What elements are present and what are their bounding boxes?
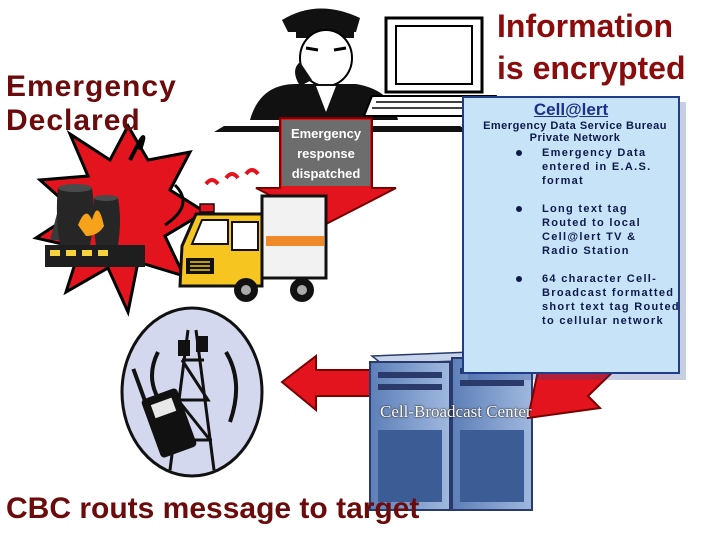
bullet-dot <box>516 276 522 282</box>
bullet-dot <box>516 150 522 156</box>
nuclear-plant-icon <box>45 184 145 267</box>
broadcast-arrow <box>280 353 371 413</box>
dispatcher-icon <box>214 8 470 132</box>
server-icon <box>369 349 533 511</box>
dispatch-label: Emergency response dispatched <box>290 126 362 181</box>
information-encrypted-label: Information is encrypted <box>497 8 686 86</box>
cbc-routes-caption: CBC routs message to target <box>6 492 420 525</box>
panel-bullet-2: Long text tag Routed to local Cell@lert … <box>542 203 641 257</box>
panel-bullet-1: Emergency Data entered in E.A.S. format <box>542 147 652 187</box>
bullet-dot <box>516 206 522 212</box>
panel-subtitle: Emergency Data Service Bureau Private Ne… <box>483 120 667 144</box>
cellalert-panel: Cell@lert Emergency Data Service Bureau … <box>462 96 680 374</box>
phone-icon <box>131 368 197 458</box>
cell-broadcast-center-label: Cell-Broadcast Center <box>380 402 532 421</box>
emergency-declared-label: Emergency Declared <box>6 70 177 137</box>
panel-title: Cell@lert <box>533 100 609 119</box>
truck-icon <box>178 168 328 302</box>
panel-bullet-3: 64 character Cell-Broadcast formatted sh… <box>542 273 680 327</box>
